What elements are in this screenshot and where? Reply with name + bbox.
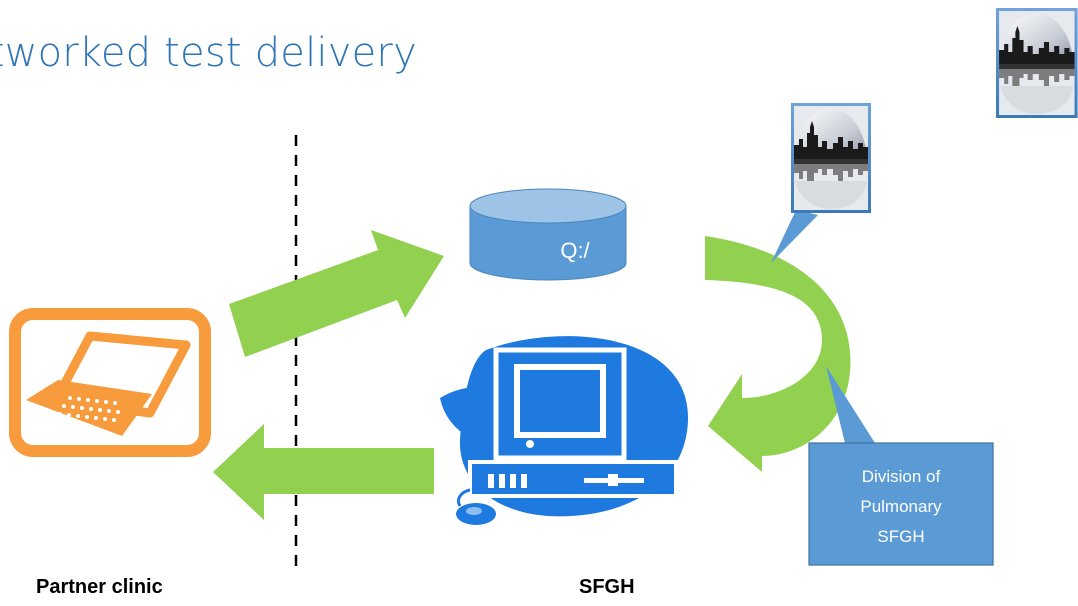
curved-arrow (705, 236, 851, 472)
callout-line-2: Pulmonary (860, 497, 942, 516)
callout-line-3: SFGH (877, 527, 924, 546)
return-arrow (213, 424, 434, 520)
division-callout (808, 366, 994, 566)
logo-callout-pointer (771, 210, 818, 263)
callout-line-1: Division of (862, 467, 941, 486)
laptop-icon (9, 308, 211, 457)
upload-arrow (229, 230, 444, 357)
database-cylinder-icon (469, 188, 627, 281)
desktop-computer-icon (440, 336, 689, 525)
database-label: Q:/ (560, 238, 590, 263)
slide-title: etworked test delivery (0, 30, 417, 76)
partner-clinic-label: Partner clinic (36, 576, 163, 598)
sfgh-label: SFGH (579, 576, 635, 598)
